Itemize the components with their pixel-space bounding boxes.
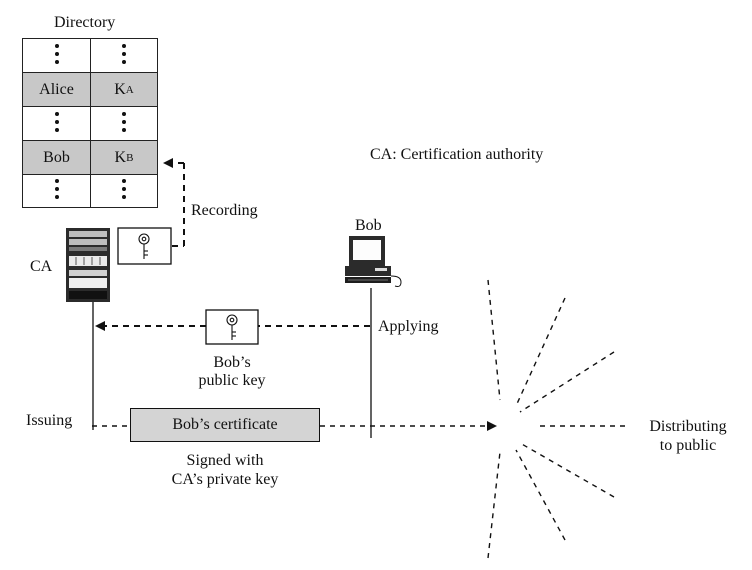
- key-icon: [138, 233, 150, 259]
- computer-icon: [345, 236, 402, 287]
- distribution-burst: [487, 279, 630, 559]
- certificate-label: Bob’s certificate: [172, 416, 278, 433]
- signed-label-line1: Signed with: [186, 452, 264, 469]
- bob-label: Bob: [355, 217, 382, 234]
- directory-row-dots: [23, 39, 91, 73]
- key-icon: [226, 314, 238, 340]
- signed-label-line2: CA’s private key: [171, 471, 279, 488]
- directory-name-bob: Bob: [23, 141, 91, 175]
- ca-label: CA: [30, 258, 53, 275]
- recording-label: Recording: [191, 202, 258, 219]
- directory-row-dots: [91, 107, 157, 141]
- directory-row-dots: [91, 175, 157, 207]
- applying-label: Applying: [378, 318, 439, 335]
- distributing-label-line2: to public: [659, 437, 717, 454]
- distributing-label-line1: Distributing: [649, 418, 727, 435]
- directory-row-dots: [23, 107, 91, 141]
- ca-legend: CA: Certification authority: [370, 146, 544, 163]
- public-key-label-line2: public key: [198, 372, 266, 389]
- certificate-box: Bob’s certificate: [130, 408, 320, 442]
- directory-title: Directory: [54, 14, 116, 31]
- directory-name-alice: Alice: [23, 73, 91, 107]
- issuing-label: Issuing: [26, 412, 73, 429]
- server-icon: [66, 228, 110, 302]
- public-key-label-line1: Bob’s: [213, 354, 251, 371]
- directory-row-dots: [23, 175, 91, 207]
- recording-arrow: [163, 158, 185, 247]
- directory-row-dots: [91, 39, 157, 73]
